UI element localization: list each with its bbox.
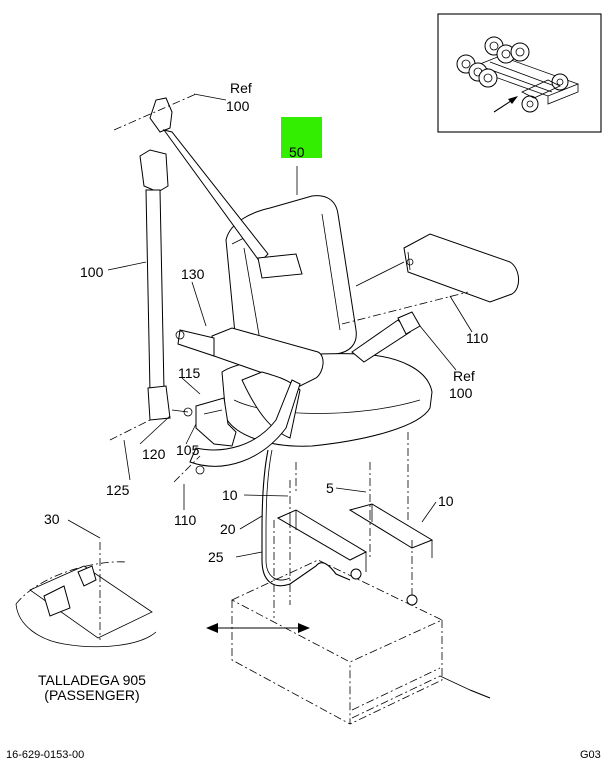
footer-part-number: 16-629-0153-00: [6, 749, 84, 761]
callout-10-left: 10: [222, 487, 238, 503]
callout-ref-top-num: 100: [226, 98, 250, 114]
riser-brackets: [276, 503, 434, 572]
nut-icon: [406, 594, 418, 606]
seat-belt: [139, 97, 421, 421]
cable: [261, 449, 351, 587]
leader-lines: [67, 93, 473, 558]
callout-120: 120: [142, 446, 166, 462]
callout-ref-right-num: 100: [449, 385, 473, 401]
callout-50: 50: [289, 144, 305, 160]
callout-ref-top: Ref: [230, 80, 252, 96]
truck-inset: [437, 13, 602, 133]
callout-110-right: 110: [466, 330, 489, 346]
callout-10-right: 10: [438, 493, 454, 509]
double-arrow-icon: [206, 623, 310, 633]
callout-5: 5: [326, 480, 334, 496]
callout-105: 105: [176, 442, 200, 458]
inset-frame: [437, 13, 602, 133]
caption-line-2: (PASSENGER): [44, 687, 139, 703]
left-armrest: [175, 327, 324, 475]
mounting-box: [231, 559, 471, 725]
callout-20: 20: [220, 521, 236, 537]
seat-back: [225, 195, 357, 367]
callout-110-bottom: 110: [174, 512, 197, 528]
inset-arrow-icon: [493, 96, 518, 113]
callout-ref-right: Ref: [453, 368, 475, 384]
callout-30: 30: [44, 511, 60, 527]
callout-115: 115: [178, 365, 201, 381]
footer-code: G03: [580, 749, 601, 761]
truck-chassis-icon: [456, 36, 580, 113]
floor-edge: [469, 689, 491, 699]
buckle: [195, 397, 237, 447]
callout-125: 125: [106, 482, 130, 498]
callout-labels: Ref 100 100 130 110 Ref 100 115 120 105 …: [44, 80, 489, 565]
right-armrest: [355, 233, 519, 303]
callout-100-left: 100: [80, 264, 104, 280]
highlight-box: [281, 117, 322, 158]
floor-detail: [15, 542, 157, 648]
callout-130: 130: [181, 266, 205, 282]
callout-25: 25: [208, 549, 224, 565]
caption-line-1: TALLADEGA 905: [38, 672, 146, 688]
mounting-studs: [273, 432, 418, 618]
nut-icon: [350, 568, 362, 580]
